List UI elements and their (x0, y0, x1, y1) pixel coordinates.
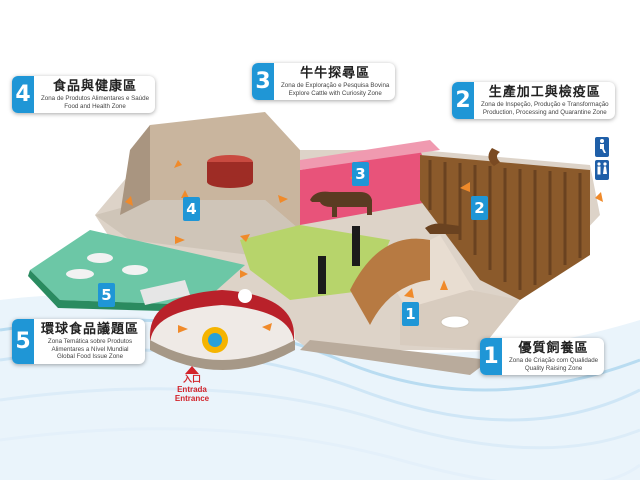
direction-arrow-icon (262, 323, 272, 331)
entrance-label-en: Entrance (174, 394, 210, 403)
zone-card-subtitle: Zona de Produtos Alimentares e Saúde (41, 95, 150, 102)
zone-card-text: 環球食品議題區 Zona Temática sobre Produtos Ali… (34, 319, 145, 364)
zone-card-explore-cattle: 3 牛牛探尋區 Zona de Exploração e Pesquisa Bo… (252, 63, 396, 101)
zone-card-subtitle: Zona de Exploração e Pesquisa Bovina (281, 82, 390, 89)
zone5-theatre-front (150, 340, 295, 370)
zone-card-production-quarantine: 2 生產加工與檢疫區 Zona de Inspeção, Produção e … (452, 82, 615, 120)
direction-arrow-icon (178, 325, 188, 333)
zone5-table (87, 253, 113, 263)
zone-card-subtitle: Quality Raising Zone (524, 364, 583, 372)
zone3-wall-top (300, 140, 440, 170)
direction-arrow-icon (240, 270, 248, 278)
map-zone-number: 1 (402, 302, 419, 326)
direction-arrow-icon (460, 182, 470, 192)
zone5-theatre-wall (150, 290, 294, 345)
zone5-edge (28, 270, 200, 312)
zone-card-number: 4 (12, 76, 34, 114)
zone-card-subtitle: Production, Processing and Quarantine Zo… (482, 108, 607, 116)
zone-card-subtitle: Zona Temática sobre Produtos (47, 338, 133, 345)
direction-arrow-icon (404, 288, 414, 298)
wave-line (0, 427, 640, 480)
zone4-drum-bottom (207, 176, 253, 188)
zone-card-food-health: 4 食品與健康區 Zona de Produtos Alimentares e … (12, 76, 156, 114)
direction-arrow-icon (174, 160, 182, 168)
zone-card-title: 牛牛探尋區 (300, 66, 371, 81)
zone5-table (66, 269, 94, 279)
zone-card-number: 1 (480, 338, 502, 376)
zone3-screen (318, 256, 326, 294)
zone-card-quality-raising: 1 優質飼養區 Zona de Criação com Qualidade Qu… (480, 338, 605, 376)
direction-arrow-icon (175, 236, 185, 244)
zone1-curve-wall (350, 238, 430, 325)
accessible-restroom-icon (595, 137, 609, 157)
zone-card-subtitle: Food and Health Zone (64, 102, 126, 110)
direction-arrow-icon (240, 234, 250, 242)
zone5-table (122, 265, 148, 275)
direction-arrow-icon (125, 196, 133, 206)
direction-arrow-icon (181, 190, 189, 198)
zone-card-text: 食品與健康區 Zona de Produtos Alimentares e Sa… (34, 76, 155, 113)
zone5-apple (238, 289, 252, 303)
zone-card-number: 3 (252, 63, 274, 101)
zone-card-subtitle: Explore Cattle with Curiosity Zone (288, 89, 382, 97)
direction-arrow-icon (278, 195, 288, 203)
zone4-wall-left (120, 125, 150, 215)
zone-card-number: 5 (12, 319, 34, 364)
map-zone-number: 5 (98, 283, 115, 307)
direction-arrow-icon (595, 192, 603, 202)
zone-card-title: 環球食品議題區 (41, 322, 140, 337)
zone-card-title: 生產加工與檢疫區 (488, 85, 601, 100)
map-zone-number: 3 (352, 162, 369, 186)
zone-card-text: 優質飼養區 Zona de Criação com Qualidade Qual… (502, 338, 604, 375)
entrance-arrow-icon (185, 366, 199, 374)
cow-figure-small (425, 223, 460, 234)
floor-edge (300, 340, 490, 375)
entrance-marker: 入口 Entrada Entrance (162, 366, 222, 403)
zone-card-subtitle: Alimentares a Nível Mundial (51, 345, 129, 353)
entrance-label-zh: 入口 (182, 375, 201, 385)
zone-card-title: 食品與健康區 (53, 79, 138, 94)
zone-card-global-food: 5 環球食品議題區 Zona Temática sobre Produtos A… (12, 319, 146, 364)
zone2-sculpture (488, 148, 500, 166)
zone1-bowl (440, 315, 470, 329)
zone-card-subtitle: Zona de Criação com Qualidade (509, 357, 599, 364)
cow-figure (310, 191, 372, 217)
zone-card-subtitle: Global Food Issue Zone (56, 353, 124, 361)
zone-card-text: 生產加工與檢疫區 Zona de Inspeção, Produção e Tr… (474, 82, 615, 119)
zone3-screen (352, 226, 360, 266)
zone5-logo-inner (208, 333, 222, 347)
zone-card-title: 優質飼養區 (518, 341, 589, 356)
restroom-icon (595, 160, 609, 180)
wave-line (0, 387, 640, 450)
zone-card-number: 2 (452, 82, 474, 120)
map-zone-number: 2 (471, 196, 488, 220)
direction-arrow-icon (440, 280, 448, 290)
zone-card-text: 牛牛探尋區 Zona de Exploração e Pesquisa Bovi… (274, 63, 395, 100)
zone-card-subtitle: Zona de Inspeção, Produção e Transformaç… (481, 101, 609, 108)
map-zone-number: 4 (183, 197, 200, 221)
zone5-stairs (140, 280, 190, 305)
entrance-label-pt: Entrada (177, 385, 207, 394)
